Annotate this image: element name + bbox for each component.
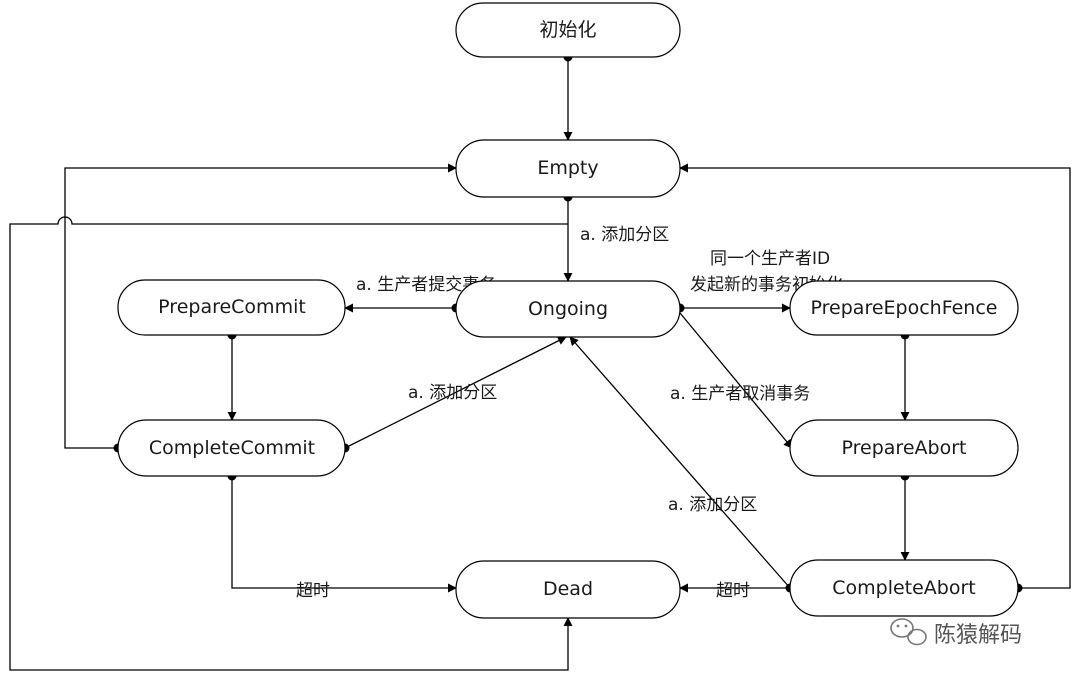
state-prepare-abort: PrepareAbort bbox=[789, 419, 1019, 477]
label-complete-abort-to-dead: 超时 bbox=[716, 581, 750, 601]
label-epoch-fence-line1: 同一个生产者ID bbox=[710, 249, 830, 269]
state-label: PrepareCommit bbox=[158, 296, 306, 318]
state-label: 初始化 bbox=[539, 19, 596, 41]
watermark: 陈猿解码 bbox=[890, 618, 1022, 648]
label-ongoing-to-prepare-abort: a. 生产者取消事务 bbox=[670, 384, 810, 404]
state-dead: Dead bbox=[455, 560, 681, 619]
edge-empty-to-dead bbox=[9, 216, 573, 671]
wechat-icon bbox=[890, 618, 927, 646]
label-complete-abort-to-ongoing: a. 添加分区 bbox=[668, 495, 757, 515]
state-label: PrepareAbort bbox=[842, 437, 967, 459]
edge-complete-commit-to-dead bbox=[231, 476, 457, 593]
state-label: CompleteCommit bbox=[149, 437, 315, 459]
edge-complete-commit-to-ongoing bbox=[344, 336, 567, 449]
state-ongoing: Ongoing bbox=[455, 280, 681, 338]
state-label: PrepareEpochFence bbox=[811, 297, 998, 319]
edge-complete-abort-to-ongoing bbox=[569, 336, 791, 589]
edge-complete-commit-to-empty bbox=[64, 163, 457, 449]
label-empty-to-ongoing: a. 添加分区 bbox=[580, 225, 669, 245]
state-prepare-epoch-fence: PrepareEpochFence bbox=[789, 280, 1019, 336]
state-label: Empty bbox=[537, 157, 598, 179]
label-ongoing-to-prepare-commit: a. 生产者提交事务 bbox=[356, 275, 496, 295]
watermark-text: 陈猿解码 bbox=[934, 623, 1022, 648]
label-complete-commit-to-dead: 超时 bbox=[296, 581, 330, 601]
state-prepare-commit: PrepareCommit bbox=[117, 279, 346, 336]
edge-complete-abort-to-empty bbox=[679, 163, 1071, 589]
label-complete-commit-to-ongoing: a. 添加分区 bbox=[408, 383, 497, 403]
state-label: Dead bbox=[543, 578, 593, 600]
state-empty: Empty bbox=[455, 139, 681, 198]
state-label: CompleteAbort bbox=[832, 577, 976, 599]
state-label: Ongoing bbox=[528, 298, 608, 320]
state-complete-abort: CompleteAbort bbox=[789, 559, 1019, 617]
state-init: 初始化 bbox=[455, 2, 681, 58]
edge-ongoing-to-prepare-abort bbox=[679, 312, 793, 449]
state-complete-commit: CompleteCommit bbox=[117, 419, 346, 477]
